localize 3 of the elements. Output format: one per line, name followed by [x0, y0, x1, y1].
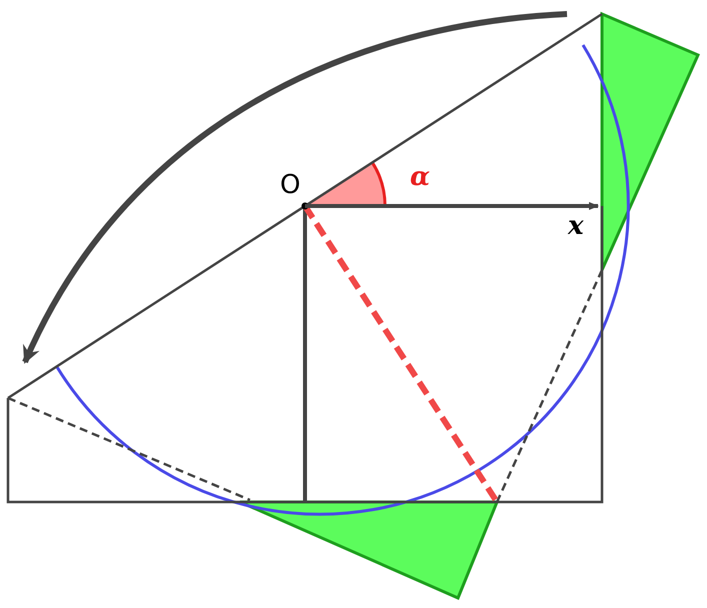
point-label: O — [280, 172, 300, 198]
angle-label: α — [410, 164, 430, 190]
axis-label: x — [568, 213, 584, 239]
